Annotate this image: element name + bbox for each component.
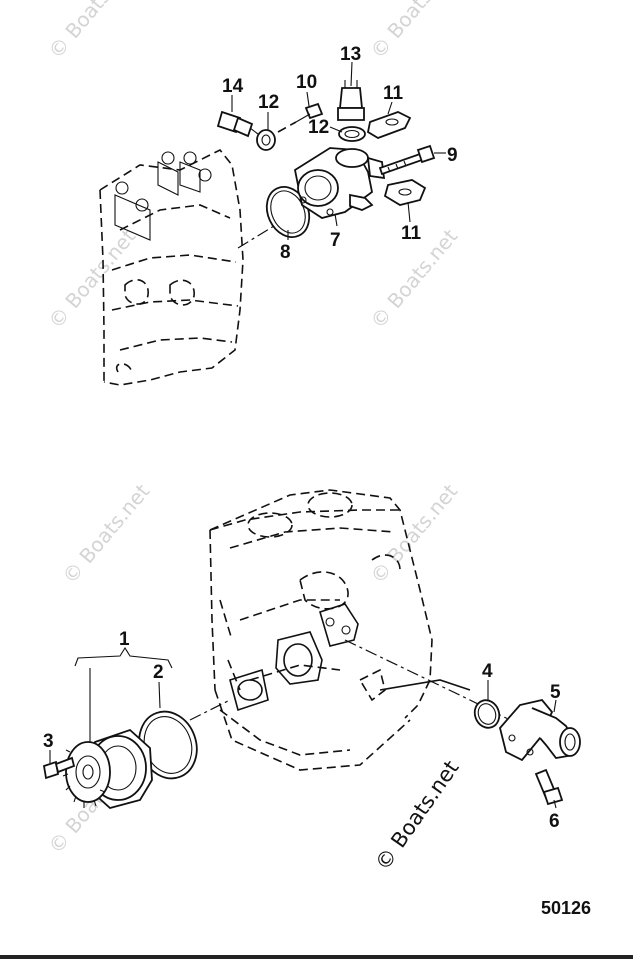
watermark-1: © Boats.net [43, 0, 140, 63]
cylinder-head-outline [99, 148, 244, 386]
watermark-2: © Boats.net [365, 0, 462, 63]
callout-labels: 14 12 10 13 12 11 9 11 7 8 1 2 3 4 5 6 [43, 44, 561, 832]
callout-9: 9 [447, 145, 458, 166]
part-3-bolt [42, 756, 76, 780]
part-6-bolt [534, 768, 564, 806]
callout-14: 14 [222, 76, 244, 97]
bottom-centerline-left [189, 699, 231, 721]
part-13-temperature-sender [337, 80, 365, 121]
top-leader-lines [231, 61, 446, 240]
callout-7: 7 [330, 230, 341, 251]
part-10-screw [277, 102, 324, 133]
callout-5: 5 [550, 682, 561, 703]
watermark-6: © Boats.net [365, 479, 462, 588]
block-pump-boss [229, 668, 269, 712]
callout-8: 8 [280, 242, 291, 263]
engine-block-outline [209, 489, 433, 771]
callout-11-lower: 11 [401, 223, 422, 244]
part-1-bracket [74, 646, 173, 748]
callout-12-left: 12 [258, 92, 279, 113]
callout-2: 2 [153, 662, 164, 683]
bottom-centerline-right [344, 639, 521, 726]
part-11-gasket-upper [366, 111, 412, 139]
callout-4: 4 [482, 661, 493, 682]
callout-11-upper: 11 [383, 83, 404, 104]
part-9-bolt [378, 144, 436, 176]
part-11-gasket-lower [383, 179, 427, 206]
part-12-washer-upper [338, 126, 366, 142]
part-5-elbow-outlet [499, 699, 581, 762]
watermark-boats-net: © Boats.net [370, 756, 463, 875]
part-4-o-ring [473, 699, 501, 729]
callout-12-upper: 12 [308, 117, 329, 138]
callout-10: 10 [296, 72, 317, 93]
part-12-washer-left [256, 129, 276, 151]
block-dipstick-tube [379, 679, 471, 691]
callout-6: 6 [549, 811, 560, 832]
part-id-label: 50126 [541, 898, 591, 918]
part-1-water-pump [62, 728, 153, 809]
block-outlet-flange [275, 603, 359, 685]
part-7-thermostat-housing [293, 147, 386, 219]
watermark-3: © Boats.net [43, 224, 140, 333]
bottom-rule [0, 955, 633, 959]
callout-1: 1 [119, 629, 130, 650]
part-14-sensor [216, 110, 259, 138]
bottom-leader-lines [49, 680, 557, 809]
callout-13: 13 [340, 44, 361, 65]
watermark-5: © Boats.net [57, 479, 154, 588]
callout-3: 3 [43, 731, 54, 752]
